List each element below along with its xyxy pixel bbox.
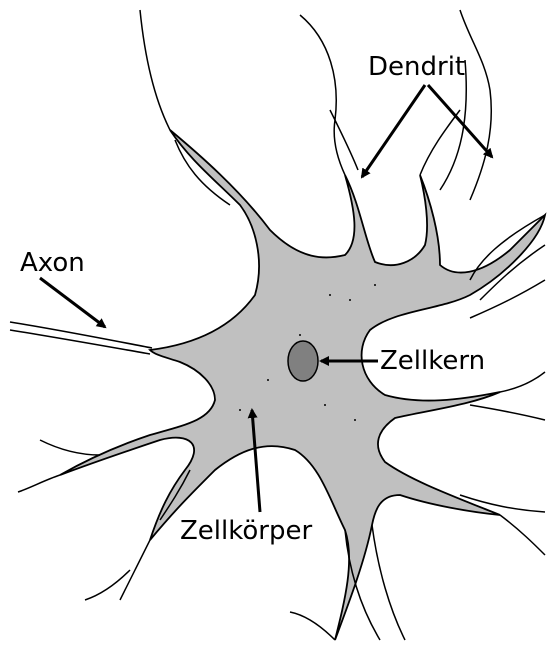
arrow-axon: [40, 278, 105, 327]
label-dendrit: Dendrit: [368, 54, 465, 80]
arrow-dendrit-left: [362, 85, 425, 177]
axon: [10, 322, 152, 354]
label-zellkoerper: Zellkörper: [180, 518, 312, 544]
label-zellkern: Zellkern: [380, 348, 485, 374]
nucleus: [288, 341, 318, 381]
cell-body: [60, 130, 545, 640]
label-axon: Axon: [20, 250, 85, 276]
